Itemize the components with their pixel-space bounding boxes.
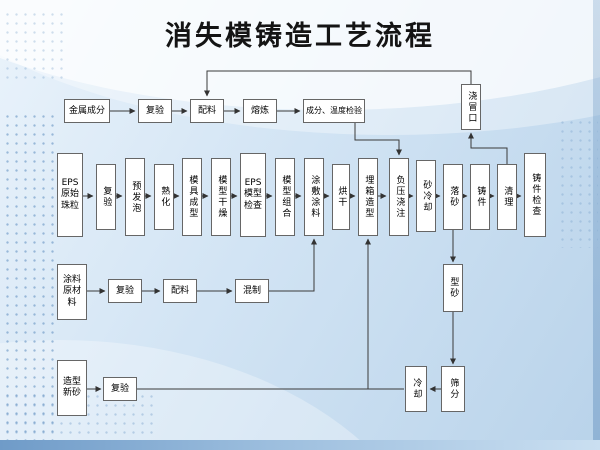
bottom-edge-band [0,440,600,450]
flow-box-coating-batching: 配料 [163,279,197,303]
dot-pattern [3,112,55,444]
flow-box-prefoaming: 预发泡 [125,158,145,236]
flow-box-new-molding-sand: 造型新砂 [57,360,87,416]
flow-box-metal-composition: 金属成分 [64,99,110,123]
flow-box-composition-temp-check: 成分、温度检验 [303,99,365,123]
flow-box-pattern-drying: 模型干燥 [211,158,231,236]
flow-box-coating-recheck: 复验 [108,279,142,303]
flow-box-mold-sand: 型砂 [443,264,463,312]
flow-box-baking: 烘干 [332,164,350,230]
flow-box-sand-cooling: 砂冷却 [416,160,436,232]
flow-box-coating-mixing: 混制 [235,279,269,303]
flow-box-curing: 熟化 [154,164,174,230]
flow-box-pattern-assembly: 模型组合 [275,158,295,236]
flow-box-vacuum-pouring: 负压浇注 [389,158,409,236]
flow-box-gating-riser: 浇冒口 [461,84,481,130]
flow-box-mold-forming: 模具成型 [182,158,202,236]
flow-box-coating-apply: 涂敷涂料 [304,158,324,236]
right-edge-band [593,0,600,450]
flow-box-metal-recheck: 复验 [138,99,172,123]
flow-box-new-sand-recheck: 复验 [103,377,137,401]
dot-pattern [3,10,63,80]
flow-box-cleaning: 清理 [497,164,517,230]
flow-box-flask-molding: 埋箱造型 [358,158,378,236]
slide-title: 消失模铸造工艺流程 [165,21,435,52]
flow-box-casting-inspection: 铸件检查 [524,153,546,237]
flow-box-sand-screening: 筛分 [441,366,465,412]
flow-box-sand-recycle-cooling: 冷却 [405,366,427,412]
flow-box-casting: 铸件 [470,164,490,230]
flow-box-eps-pattern-check: EPS模型检查 [240,153,266,237]
flow-box-charge-batching: 配料 [190,99,224,123]
flow-box-shakeout: 落砂 [443,164,463,230]
flow-box-eps-beads: EPS原始珠粒 [57,153,83,237]
flow-box-melting: 熔炼 [243,99,277,123]
flow-box-coating-raw-material: 涂料原材料 [57,264,87,320]
dot-pattern [558,118,598,248]
flow-box-eps-recheck: 复验 [96,164,116,230]
